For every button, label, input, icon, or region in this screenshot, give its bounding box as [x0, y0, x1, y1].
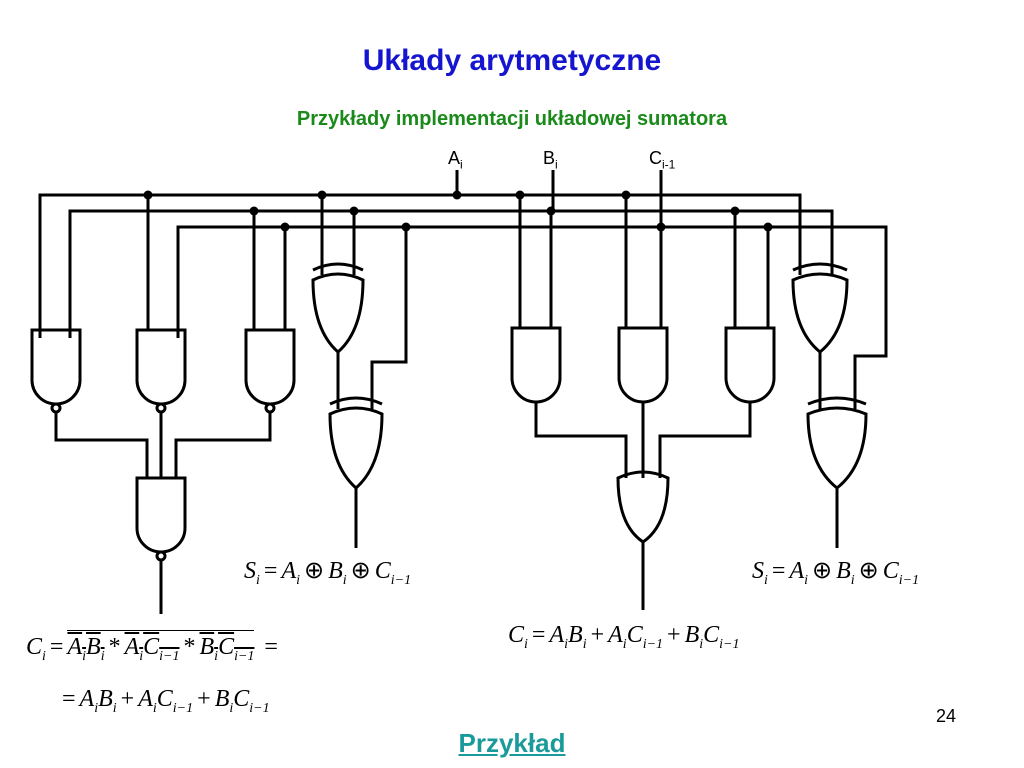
- equation-sum-right: Si=Ai⊕Bi⊕Ci−1: [752, 558, 920, 588]
- example-link[interactable]: Przykład: [458, 728, 566, 758]
- wire-and1-out: [534, 402, 628, 478]
- equation-carry-left-2: =AiBi+AiCi−1+BiCi−1: [62, 686, 270, 716]
- input-label-a-sub: i: [460, 157, 463, 172]
- bus-b: [68, 209, 834, 338]
- input-label-c: Ci-1: [649, 148, 675, 172]
- nand-gate-2: [135, 328, 187, 406]
- input-label-c-sub: i-1: [662, 157, 676, 172]
- input-label-b: Bi: [543, 148, 558, 172]
- xor-gate-right-2: [806, 406, 868, 490]
- wire-and3-out: [658, 402, 752, 478]
- equation-sum-left: Si=Ai⊕Bi⊕Ci−1: [244, 558, 412, 588]
- nand-gate-1: [30, 328, 82, 406]
- nand-gate-3: [244, 328, 296, 406]
- input-label-a: Ai: [448, 148, 463, 172]
- page-number: 24: [936, 706, 957, 726]
- and-gate-1: [510, 326, 562, 404]
- wire-c-to-xor-left-2: [370, 227, 408, 409]
- bus-c: [176, 225, 888, 400]
- xor-gate-left-2: [328, 406, 384, 491]
- or-gate: [616, 470, 670, 544]
- nand-bubble-3: [264, 402, 276, 414]
- junction-dots: [143, 190, 773, 232]
- input-label-c-base: C: [649, 148, 662, 168]
- nand-gate-final: [135, 476, 187, 554]
- nand-bubble-final: [155, 550, 167, 562]
- and-gate-2: [617, 326, 669, 404]
- page-subtitle: Przykłady implementacji układowej sumato…: [296, 108, 728, 130]
- equation-carry-left-1: Ci=AiBi*AiCi−1*BiCi−1 =: [26, 630, 282, 665]
- bus-a: [38, 193, 802, 338]
- input-label-b-sub: i: [555, 157, 558, 172]
- input-label-b-base: B: [543, 148, 556, 168]
- input-label-a-base: A: [448, 148, 461, 168]
- nand-bubble-1: [50, 402, 62, 414]
- xor-gate-right-1: [791, 272, 849, 354]
- page-title: Układy arytmetyczne: [362, 44, 662, 77]
- equation-carry-mid: Ci=AiBi+AiCi−1+BiCi−1: [508, 622, 740, 652]
- and-gate-3: [724, 326, 776, 404]
- xor-gate-left-1: [311, 272, 365, 354]
- wire-nand3-out: [174, 412, 272, 478]
- wire-nand1-out: [54, 412, 149, 478]
- nand-bubble-2: [155, 402, 167, 414]
